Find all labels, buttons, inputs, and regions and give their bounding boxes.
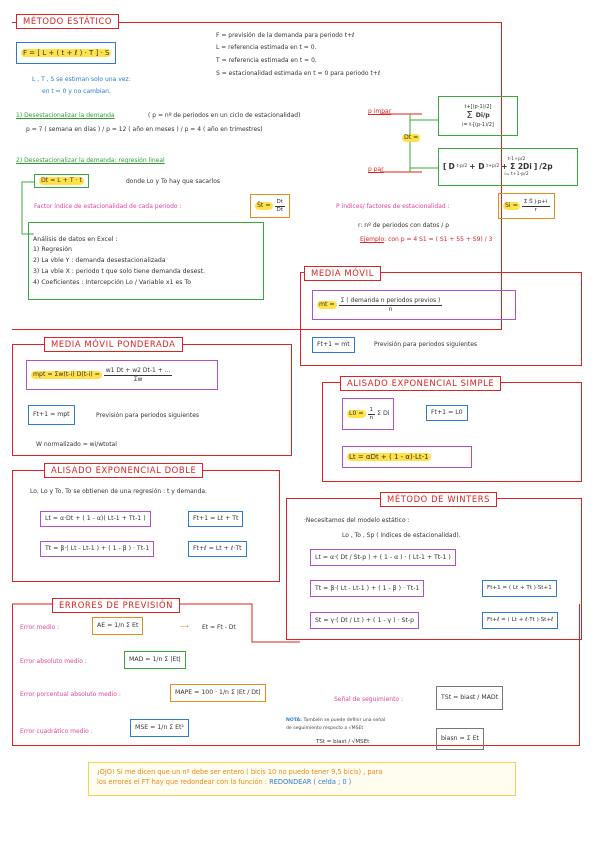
e1-label: Error medio : xyxy=(20,624,60,631)
step2-text: donde Lo y To hay que sacarlos xyxy=(126,178,221,185)
movil-f-text: Previsión para periodos siguientes xyxy=(374,341,478,348)
estatico-note2: en t = 0 y no cambian. xyxy=(42,88,111,95)
estatico-step1: 1) Desestacionalizar la demanda xyxy=(16,112,115,119)
p-par-label: p par xyxy=(368,166,384,173)
ponderada-f-text: Previsión para periodos siguientes xyxy=(96,412,200,419)
e3-box: MAPE = 100 · 1/n Σ |Et / Dt| xyxy=(170,684,266,702)
estatico-formula: F = [ L + ( t + ℓ ) · T ] · S xyxy=(21,48,112,58)
footer-line1: ¡OJO! Si me dicen que un nº debe ser ent… xyxy=(97,768,383,776)
senal-box: TSt = biast / MADt xyxy=(436,686,504,710)
factor-label: Factor índice de estacionalidad de cada … xyxy=(34,203,182,210)
excel-step1: 1) Regresión xyxy=(33,246,72,254)
movil-section xyxy=(300,272,582,366)
excel-step2: 2) La vble Y : demanda desestacionalizad… xyxy=(33,257,166,265)
footer-box: ¡OJO! Si me dicen que un nº debe ser ent… xyxy=(88,762,516,796)
doble-t-box: Tt = β·( Lt - Lt-1 ) + ( 1 - β ) · Tt-1 xyxy=(40,541,155,557)
estatico-def2: L = referencia estimada en t = 0. xyxy=(216,44,317,51)
e2-label: Error absoluto medio : xyxy=(20,658,87,665)
winters-f1-box: Ft+1 = ( Lt + Tt )·St+1 xyxy=(482,580,557,597)
bias-box: biasn = Σ Et xyxy=(436,728,484,750)
ponderada-title: MEDIA MÓVIL PONDERADA xyxy=(44,337,183,352)
doble-f1-box: Ft+1 = Lt + Tt xyxy=(188,511,244,527)
step2-formula-box: Dt = L + T · t xyxy=(34,174,89,188)
ejemplo: Ejemplo: con p = 4 S1 = ( S1 + S5 + S9) … xyxy=(360,236,493,243)
winters-intro2: Lo , To , Sp ( índices de estacionalidad… xyxy=(342,532,461,539)
nota2: de seguimiento respecto a √MSEt xyxy=(286,726,364,731)
winters-f2-box: Ft+ℓ = ( Lt + ℓ·Tt )·St+ℓ xyxy=(482,612,559,629)
dt-branch-lines xyxy=(380,113,438,173)
winters-s-box: St = γ·( Dt / Lt ) + ( 1 - γ ) · St-p xyxy=(310,612,420,629)
ts2: TSt = biast / √MSEt xyxy=(316,739,370,745)
e1-arrow: ⟶ xyxy=(180,623,189,630)
estatico-title: MÉTODO ESTÁTICO xyxy=(16,14,120,29)
footer-line2: los errores el FT hay que redondear con … xyxy=(97,778,352,787)
dt-label: Dt = xyxy=(402,134,421,142)
errores-title: ERRORES DE PREVISIÓN xyxy=(52,598,181,613)
winters-l-box: Lt = α·( Dt / St-p ) + ( 1 - α ) · ( Lt-… xyxy=(310,549,456,566)
ponderada-w-text: W normalizado = wi/wtotal xyxy=(36,441,117,448)
nota: NOTA: También se puede definir una señal xyxy=(286,718,386,723)
estatico-step1c: p = 7 ( semana en días ) / p = 12 ( año … xyxy=(26,126,263,133)
estatico-step1b: ( p = nº de periodos en un ciclo de esta… xyxy=(148,112,301,119)
e4-box: MSE = 1/n Σ Et² xyxy=(130,719,189,737)
ponderada-formula-box: mpt = Σw(t-i) D(t-i) = w1 Dt + w2 Dt-1 +… xyxy=(26,360,218,390)
estatico-step2: 2) Desestacionalizar la demanda: regresi… xyxy=(16,157,165,164)
winters-title: MÉTODO DE WINTERS xyxy=(380,492,498,507)
pindices-label: P índices/ factores de estacionalidad : xyxy=(336,203,450,210)
excel-box: Análisis de datos en Excel : 1) Regresió… xyxy=(28,222,264,300)
doble-l-box: Lt = α·Dt + ( 1 - α)( Lt-1 + Tt-1 ) xyxy=(40,511,151,527)
estatico-def1: F = previsión de la demanda para periodo… xyxy=(216,32,355,39)
e4-label: Error cuadrático medio : xyxy=(20,728,93,735)
movil-formula-box: mt = Σ ( demanda n periodos previos )n xyxy=(312,290,516,320)
excel-step3: 3) La vble X : periodo t que solo tiene … xyxy=(33,267,206,275)
winters-t-box: Tt = β·( Lt - Lt-1 ) + ( 1 - β ) · Tt-1 xyxy=(310,580,425,597)
estatico-def4: S = estacionalidad estimada en t = 0 par… xyxy=(216,70,381,77)
doble-f2-box: Ft+ℓ = Lt + ℓ·Tt xyxy=(188,541,247,557)
e2-box: MAD = 1/n Σ |Et| xyxy=(124,651,186,669)
estatico-formula-box: F = [ L + ( t + ℓ ) · T ] · S xyxy=(16,42,117,64)
p-impar-label: p impar xyxy=(368,108,392,115)
ponderada-f-box: Ft+1 = mpt xyxy=(28,405,75,425)
e1-res: Et = Ft - Dt xyxy=(202,624,236,631)
estatico-note1: L , T , S se estiman solo una vez: xyxy=(32,76,131,83)
excel-title: Análisis de datos en Excel : xyxy=(33,235,118,243)
simple-f-box: Ft+1 = L0 xyxy=(426,405,468,421)
senal-label: Señal de seguimiento : xyxy=(334,696,404,703)
simple-title: ALISADO EXPONENCIAL SIMPLE xyxy=(340,376,502,391)
simple-lt-box: Lt = αDt + ( 1 - α)·Lt-1 xyxy=(342,446,472,468)
movil-f-box: Ft+1 = mt xyxy=(312,337,355,353)
e1-box: AE = 1/n Σ Et xyxy=(92,617,144,635)
doble-title: ALISADO EXPONENCIAL DOBLE xyxy=(44,463,204,478)
excel-step4: 4) Coeficientes : Intercepción Lo / Vari… xyxy=(33,278,192,286)
winters-intro1: ·Necesitamos del modelo estático : xyxy=(304,517,410,524)
e3-label: Error porcentual absoluto medio : xyxy=(20,691,121,698)
errores-section xyxy=(12,604,580,746)
movil-title: MEDIA MÓVIL xyxy=(304,266,381,281)
estatico-section xyxy=(12,22,502,330)
pindices-r: r: nº de periodos con datos / p xyxy=(358,222,450,229)
estatico-def3: T = referencia estimada en t = 0. xyxy=(216,57,317,64)
doble-intro: Lo, Lo y To, To se obtienen de una regre… xyxy=(30,488,207,495)
